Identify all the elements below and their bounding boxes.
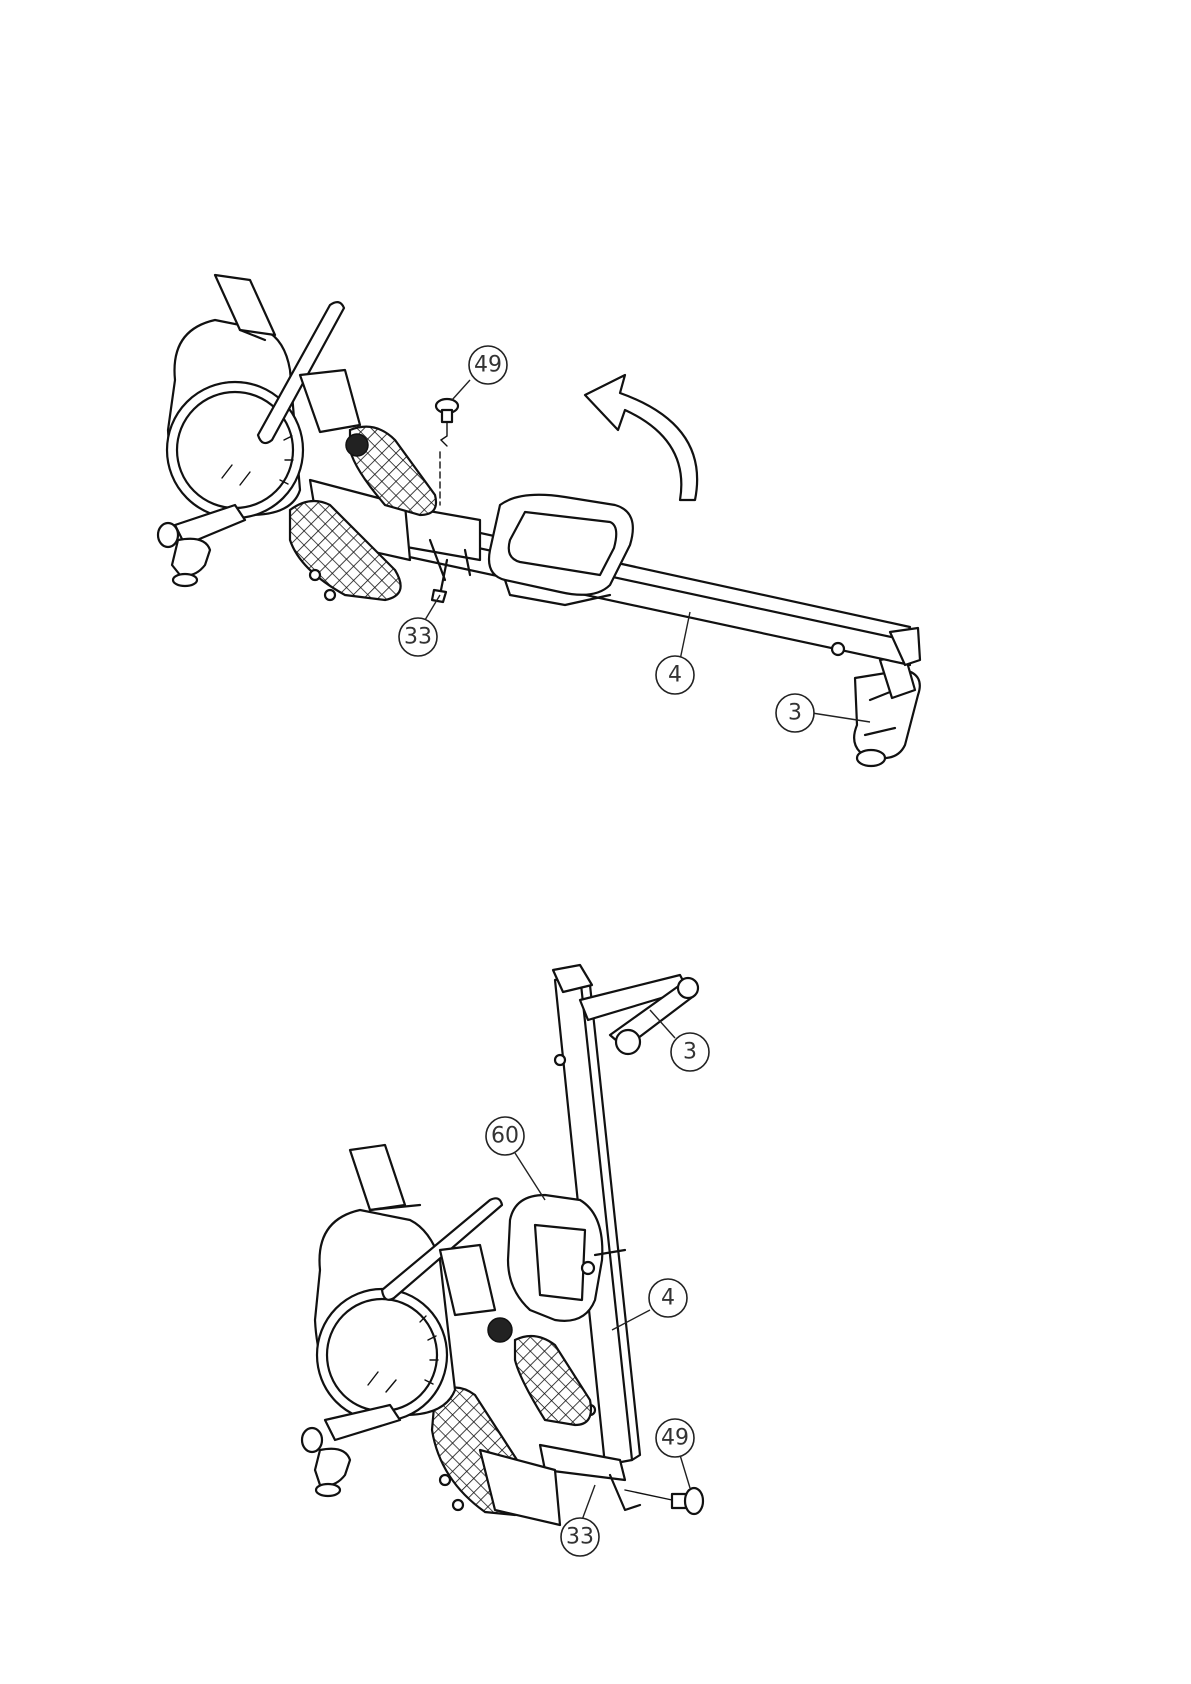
callout-49-folded: 49: [656, 1419, 694, 1488]
callout-label: 33: [566, 1525, 594, 1550]
rower-unfolded: 49 33 4 3: [158, 275, 920, 766]
front-stabilizer: [158, 505, 245, 586]
fold-direction-arrow: [585, 375, 697, 500]
flywheel-housing-folded: [315, 1210, 455, 1421]
callout-label: 49: [661, 1426, 689, 1451]
callout-label: 33: [404, 625, 432, 650]
rear-stabilizer: [854, 655, 920, 766]
callout-3-folded: 3: [650, 1010, 709, 1071]
callout-33-folded: 33: [561, 1485, 599, 1556]
knob-49-folded: [625, 1488, 703, 1514]
callout-label: 3: [788, 701, 802, 726]
callout-label: 4: [668, 663, 682, 688]
callout-49: 49: [452, 346, 507, 400]
callout-label: 60: [491, 1124, 519, 1149]
knob-49: [436, 399, 458, 505]
callout-4: 4: [656, 612, 694, 694]
callout-label: 49: [474, 353, 502, 378]
rower-folded: 3 60 4 49 33: [302, 965, 709, 1556]
callout-60: 60: [486, 1117, 545, 1200]
front-stabilizer-folded: [302, 1405, 400, 1496]
monitor-folded: [350, 1145, 420, 1210]
callout-33: 33: [399, 595, 440, 656]
callout-label: 3: [683, 1040, 697, 1065]
callout-label: 4: [661, 1286, 675, 1311]
